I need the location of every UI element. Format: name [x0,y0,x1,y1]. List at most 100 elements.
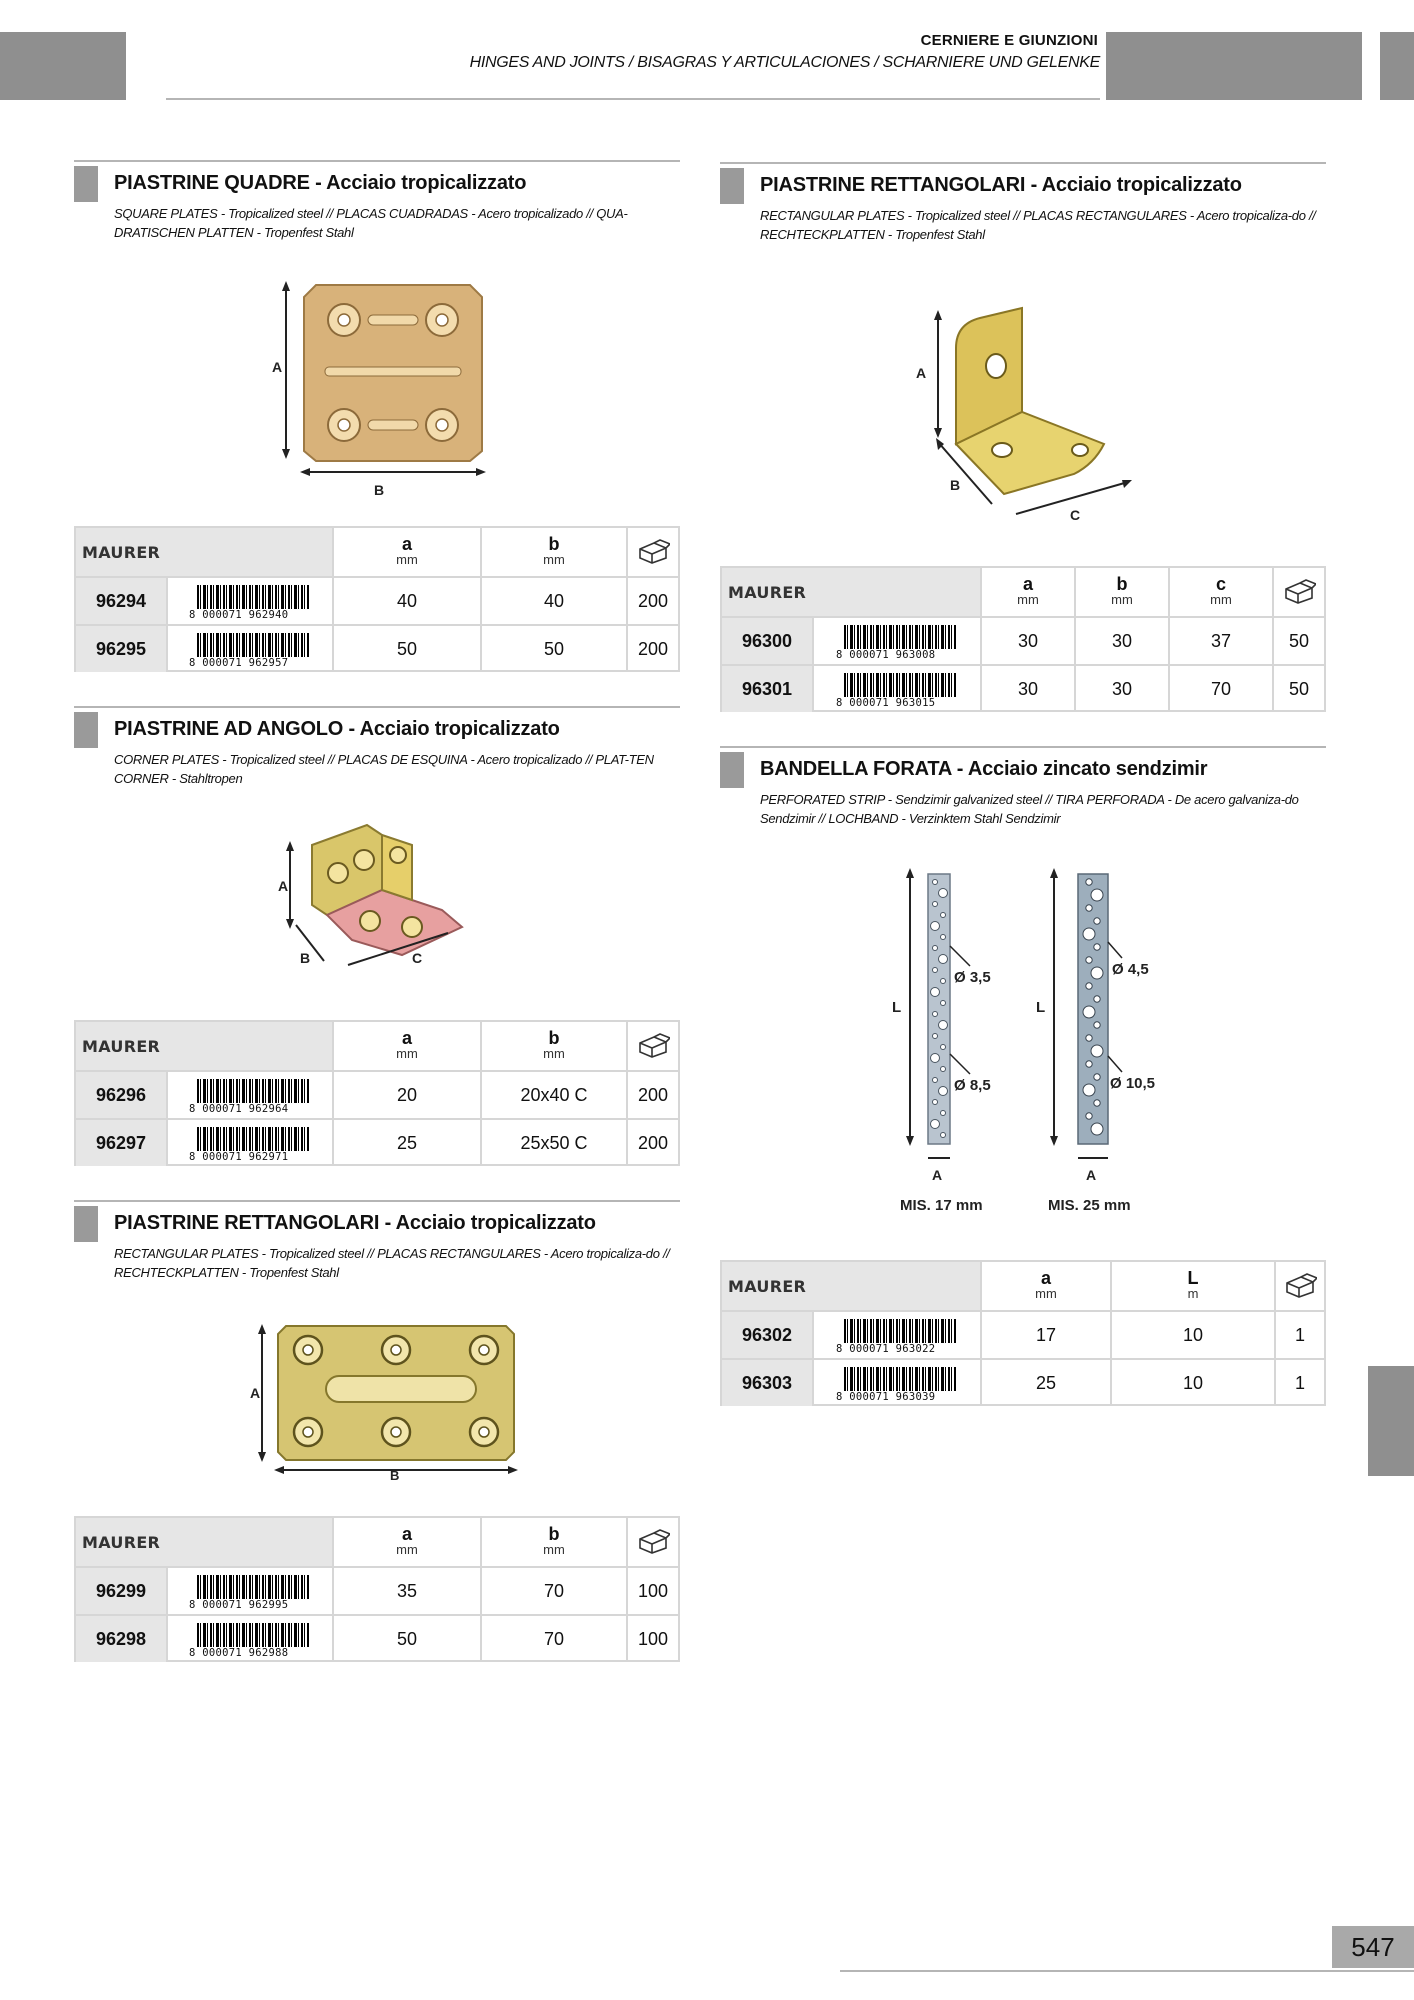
section-description: PERFORATED STRIP - Sendzimir galvanized … [760,792,1299,826]
value-c: 37 [1168,618,1272,664]
svg-text:C: C [1070,507,1080,523]
section-title: BANDELLA FORATA - Acciaio zincato sendzi… [760,758,1208,780]
section-title: PIASTRINE RETTANGOLARI - Acciaio tropica… [760,174,1242,196]
table-row[interactable]: 96302 8 000071 963022 17 10 1 [722,1310,1324,1358]
barcode: 8 000071 962988 [187,1620,313,1659]
value-a: 17 [980,1312,1110,1358]
strip-hole [1093,1021,1101,1029]
svg-text:MIS. 25 mm: MIS. 25 mm [1048,1197,1131,1214]
value-a: 25 [332,1120,480,1166]
header-tab-right [1106,32,1362,100]
header-tab-left [0,32,126,100]
value-a: 35 [332,1568,480,1614]
strip-hole [1085,956,1093,964]
strip-hole [1082,1005,1096,1019]
strip-hole [940,1110,946,1116]
header-rule [166,98,1100,100]
strip-hole [930,987,940,997]
svg-text:C: C [412,950,422,966]
strip-hole [932,1011,938,1017]
section-square-plates: PIASTRINE QUADRE - Acciaio tropicalizzat… [74,160,680,250]
strip-hole [932,1033,938,1039]
svg-text:A: A [1086,1167,1096,1183]
table-row[interactable]: 96300 8 000071 963008 30 30 37 50 [722,616,1324,664]
pack-qty: 1 [1274,1312,1324,1358]
pack-qty: 100 [626,1616,678,1662]
svg-text:L: L [1036,999,1045,1016]
value-b: 30 [1074,618,1168,664]
section-marker [74,1206,98,1242]
value-b: 25x50 C [480,1120,626,1166]
section-marker [720,752,744,788]
chapter-subtitle: HINGES AND JOINTS / BISAGRAS Y ARTICULAC… [469,54,1101,71]
table-row[interactable]: 96298 8 000071 962988 50 70 100 [76,1614,678,1662]
strip-hole [1093,943,1101,951]
barcode: 8 000071 963022 [834,1316,960,1355]
strip-hole [1082,1083,1096,1097]
product-code: 96301 [722,666,812,712]
svg-text:B: B [390,1468,399,1480]
rectangular-plate-image: A B [246,1320,526,1480]
table-row[interactable]: 96301 8 000071 963015 30 30 70 50 [722,664,1324,712]
footer-rule [840,1970,1414,1972]
strip-hole [1085,1112,1093,1120]
value-a: 40 [332,578,480,624]
box-icon [1285,579,1316,604]
svg-text:Ø 3,5: Ø 3,5 [954,969,991,986]
svg-text:A: A [916,365,926,381]
svg-text:L: L [892,999,901,1016]
chapter-thumb-tab[interactable] [1368,1366,1414,1476]
barcode: 8 000071 962940 [187,582,313,621]
value-b: 20x40 C [480,1072,626,1118]
pack-qty: 50 [1272,618,1324,664]
table-row[interactable]: 96299 8 000071 962995 35 70 100 [76,1566,678,1614]
section-description: RECTANGULAR PLATES - Tropicalized steel … [114,1246,670,1280]
strip-hole [932,901,938,907]
maurer-logo: MAURER [728,1276,807,1296]
maurer-logo: MAURER [728,582,807,602]
strip-hole [940,978,946,984]
section-rectangular-plates: PIASTRINE RETTANGOLARI - Acciaio tropica… [74,1200,680,1290]
svg-text:B: B [950,477,960,493]
svg-text:A: A [932,1167,942,1183]
strip-hole [1085,904,1093,912]
strip-hole [930,1053,940,1063]
strip-hole [1090,1044,1104,1058]
svg-text:Ø 4,5: Ø 4,5 [1112,961,1149,978]
strip-hole [932,967,938,973]
strip-hole [1093,917,1101,925]
barcode: 8 000071 963015 [834,670,960,709]
dim-label-a: A [272,359,282,375]
value-a: 25 [980,1360,1110,1406]
strip-hole [938,1020,948,1030]
strip-hole [1090,966,1104,980]
section-title: PIASTRINE RETTANGOLARI - Acciaio tropica… [114,1212,596,1234]
value-a: 20 [332,1072,480,1118]
maurer-logo: MAURER [82,1532,161,1552]
header-tab-edge [1380,32,1414,100]
table-row[interactable]: 96295 8 000071 962957 50 50 200 [76,624,678,672]
section-description: CORNER PLATES - Tropicalized steel // PL… [114,752,654,786]
svg-text:A: A [278,878,288,894]
product-code: 96294 [76,578,166,624]
box-icon [639,539,670,564]
barcode: 8 000071 962964 [187,1076,313,1115]
square-plate-image: A B [270,275,490,500]
table-row[interactable]: 96303 8 000071 963039 25 10 1 [722,1358,1324,1406]
table-row[interactable]: 96296 8 000071 962964 20 20x40 C 200 [76,1070,678,1118]
value-b: 50 [480,626,626,672]
strip-hole [940,1132,946,1138]
table-row[interactable]: 96297 8 000071 962971 25 25x50 C 200 [76,1118,678,1166]
table-row[interactable]: 96294 8 000071 962940 40 40 200 [76,576,678,624]
maurer-logo: MAURER [82,1036,161,1056]
section-perforated-strip: BANDELLA FORATA - Acciaio zincato sendzi… [720,746,1326,836]
strip-hole [940,1000,946,1006]
strip-hole [1085,982,1093,990]
pack-qty: 200 [626,1072,678,1118]
strip-hole [932,1077,938,1083]
box-icon [1286,1273,1317,1298]
strip-hole [930,1119,940,1129]
